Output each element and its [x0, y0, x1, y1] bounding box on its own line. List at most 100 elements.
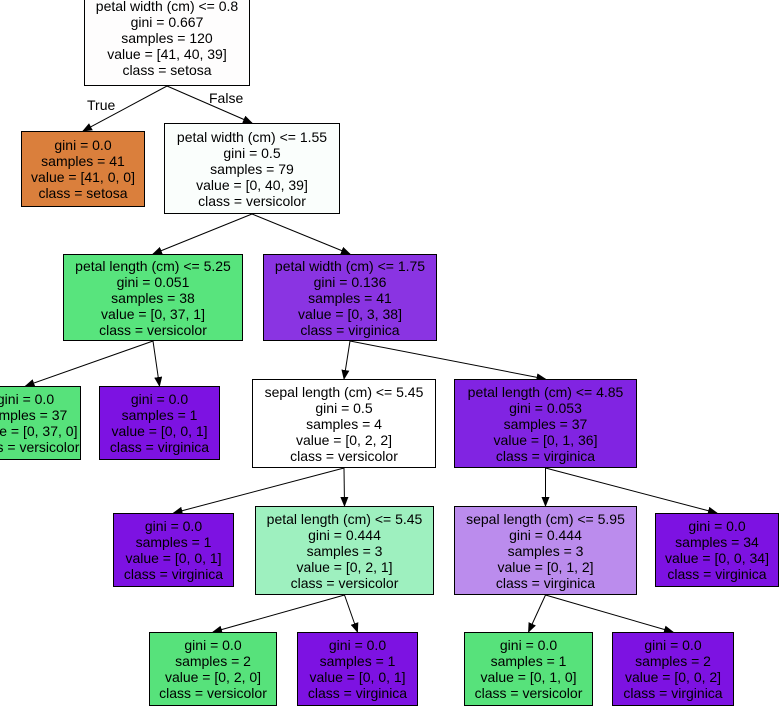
node-line: class = versicolor: [159, 685, 267, 701]
node-line: gini = 0.136: [313, 273, 387, 290]
node-line: class = versicolor: [474, 685, 583, 701]
node-line: value = [0, 1, 0]: [480, 669, 577, 685]
node-line: gini = 0.5: [315, 399, 373, 416]
node-line: value = [0, 0, 1]: [125, 550, 222, 566]
node-line: class = virginica: [123, 566, 224, 582]
node-line: gini = 0.0: [644, 637, 702, 653]
node-line: gini = 0.051: [116, 273, 190, 290]
node-line: gini = 0.444: [509, 526, 582, 543]
tree-edge-n7-n9: [172, 467, 345, 515]
node-line: samples = 37: [503, 415, 588, 432]
tree-edge-n0-n2: [166, 85, 253, 124]
node-line: value = [0, 2, 2]: [295, 431, 393, 448]
node-line: value = [0, 40, 39]: [196, 176, 308, 193]
node-line: gini = 0.0: [144, 518, 203, 534]
node-line: samples = 120: [121, 30, 213, 46]
node-line: value = [0, 3, 38]: [298, 305, 402, 322]
node-line: class = virginica: [495, 574, 596, 591]
node-line: samples = 37: [0, 407, 68, 423]
node-line: samples = 3: [507, 542, 584, 559]
edge-label-true: True: [87, 97, 116, 113]
node-line: value = [0, 2, 1]: [296, 558, 393, 575]
node-line: value = [41, 40, 39]: [107, 46, 227, 62]
node-line: samples = 41: [41, 153, 125, 169]
node-line: value = [0, 1, 36]: [493, 431, 598, 448]
node-line: class = virginica: [495, 447, 596, 464]
node-line: gini = 0.0: [688, 518, 746, 534]
node-line: value = [0, 0, 1]: [111, 423, 208, 439]
tree-edge-n3-n5: [24, 340, 154, 387]
tree-edge-n10-n14: [344, 594, 359, 633]
node-line: class = versicolor: [0, 439, 80, 455]
node-line: petal width (cm) <= 0.8: [95, 0, 239, 14]
node-line: samples = 4: [306, 415, 382, 432]
node-line: class = versicolor: [198, 192, 306, 209]
node-line: value = [0, 2, 0]: [164, 669, 262, 685]
node-line: gini = 0.0: [54, 137, 112, 153]
node-line: petal length (cm) <= 5.25: [75, 257, 231, 274]
tree-edge-n8-n12: [545, 467, 718, 515]
node-line: gini = 0.0: [130, 391, 189, 407]
node-line: samples = 79: [210, 160, 294, 177]
node-line: class = virginica: [307, 685, 408, 701]
node-line: gini = 0.667: [130, 14, 204, 30]
tree-edge-n2-n4: [251, 213, 351, 255]
node-line: petal length (cm) <= 5.45: [266, 510, 423, 527]
node-line: class = virginica: [623, 685, 723, 701]
tree-edge-n3-n6: [152, 340, 163, 387]
node-line: gini = 0.0: [328, 637, 387, 653]
tree-edge-n10-n13: [212, 594, 345, 634]
node-line: class = setosa: [122, 62, 212, 78]
node-line: samples = 38: [111, 289, 195, 306]
tree-edge-n2-n3: [152, 213, 253, 255]
node-line: gini = 0.0: [499, 637, 558, 653]
node-line: sepal length (cm) <= 5.45: [264, 383, 424, 400]
node-line: petal width (cm) <= 1.75: [274, 257, 426, 274]
node-line: sepal length (cm) <= 5.95: [466, 510, 625, 527]
tree-edge-n11-n16: [545, 594, 674, 634]
node-line: petal width (cm) <= 1.55: [176, 128, 328, 145]
node-line: class = versicolor: [290, 447, 398, 464]
tree-edge-n7-n10: [340, 467, 349, 507]
node-line: value = [0, 0, 1]: [309, 669, 406, 685]
node-line: class = versicolor: [290, 574, 399, 591]
node-line: samples = 41: [308, 289, 392, 306]
node-line: class = virginica: [300, 321, 400, 338]
node-line: samples = 1: [490, 653, 567, 669]
node-line: samples = 3: [306, 542, 383, 559]
node-line: samples = 2: [635, 653, 711, 669]
node-line: value = [0, 37, 1]: [101, 305, 205, 322]
node-line: samples = 2: [175, 653, 251, 669]
node-line: class = setosa: [38, 185, 128, 201]
node-line: value = [0, 0, 2]: [624, 669, 722, 685]
node-line: class = virginica: [109, 439, 210, 455]
node-line: value = [41, 0, 0]: [31, 169, 135, 185]
edge-label-false: False: [209, 90, 244, 106]
tree-edge-n0-n1: [82, 85, 168, 132]
node-line: class = virginica: [667, 566, 767, 582]
node-line: gini = 0.0: [184, 637, 242, 653]
node-line: class = versicolor: [99, 321, 207, 338]
tree-edge-n4-n7: [341, 340, 351, 380]
node-line: petal length (cm) <= 4.85: [467, 383, 624, 400]
node-line: value = [0, 0, 34]: [665, 550, 769, 566]
tree-edge-n11-n15: [528, 594, 546, 633]
